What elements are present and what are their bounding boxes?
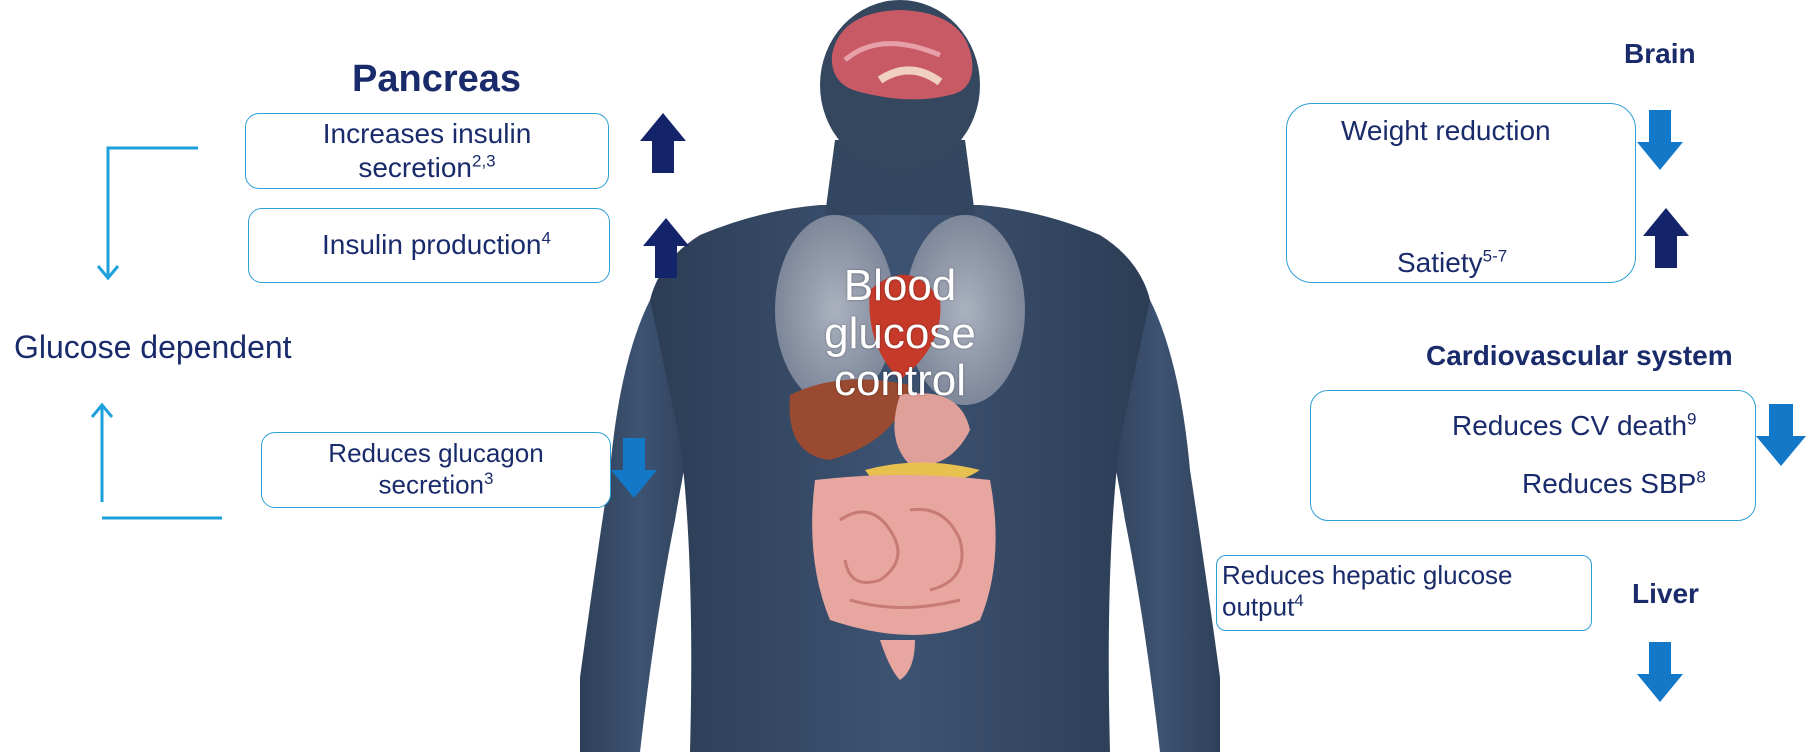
sbp-label: Reduces SBP bbox=[1522, 468, 1696, 499]
glucose-dependent-label: Glucose dependent bbox=[14, 328, 292, 366]
glucagon-ref: 3 bbox=[484, 469, 493, 488]
insulin-secretion-line1: Increases insulin bbox=[323, 118, 532, 149]
insulin-secretion-text: Increases insulin secretion2,3 bbox=[245, 117, 609, 184]
sbp-ref: 8 bbox=[1696, 468, 1705, 487]
arrow-down-icon bbox=[1637, 110, 1683, 170]
hepatic-line2: output bbox=[1222, 592, 1294, 622]
cardio-title: Cardiovascular system bbox=[1426, 340, 1733, 372]
glucagon-line2: secretion bbox=[379, 470, 485, 500]
center-label-line1: Blood bbox=[790, 262, 1010, 310]
cv-death-text: Reduces CV death9 bbox=[1452, 409, 1697, 443]
pancreas-title: Pancreas bbox=[352, 58, 521, 101]
brain-title: Brain bbox=[1624, 38, 1696, 70]
insulin-secretion-ref: 2,3 bbox=[472, 151, 496, 170]
insulin-production-text: Insulin production4 bbox=[322, 228, 551, 262]
satiety-label: Satiety bbox=[1397, 247, 1483, 278]
cv-death-label: Reduces CV death bbox=[1452, 410, 1687, 441]
insulin-secretion-line2: secretion bbox=[358, 152, 472, 183]
cv-death-ref: 9 bbox=[1687, 410, 1696, 429]
liver-title: Liver bbox=[1632, 578, 1699, 610]
arrow-down-icon bbox=[1637, 642, 1683, 702]
glucagon-text: Reduces glucagon secretion3 bbox=[261, 438, 611, 501]
sbp-text: Reduces SBP8 bbox=[1522, 467, 1706, 501]
insulin-production-label: Insulin production bbox=[322, 229, 541, 260]
blood-glucose-control-label: Blood glucose control bbox=[790, 262, 1010, 405]
weight-reduction-text: Weight reduction bbox=[1341, 114, 1551, 148]
center-label-line3: control bbox=[790, 357, 1010, 405]
arrow-down-icon bbox=[1756, 404, 1806, 466]
center-label-line2: glucose bbox=[790, 310, 1010, 358]
arrow-up-icon bbox=[643, 218, 689, 278]
satiety-text: Satiety5-7 bbox=[1397, 246, 1507, 280]
hepatic-text: Reduces hepatic glucose output4 bbox=[1222, 560, 1513, 623]
arrow-down-icon bbox=[611, 438, 657, 498]
hepatic-ref: 4 bbox=[1294, 591, 1303, 610]
satiety-ref: 5-7 bbox=[1483, 247, 1508, 266]
hepatic-line1: Reduces hepatic glucose bbox=[1222, 560, 1513, 590]
arrow-up-icon bbox=[640, 113, 686, 173]
insulin-production-ref: 4 bbox=[541, 229, 550, 248]
glucagon-line1: Reduces glucagon bbox=[328, 438, 543, 468]
arrow-up-icon bbox=[1643, 208, 1689, 268]
